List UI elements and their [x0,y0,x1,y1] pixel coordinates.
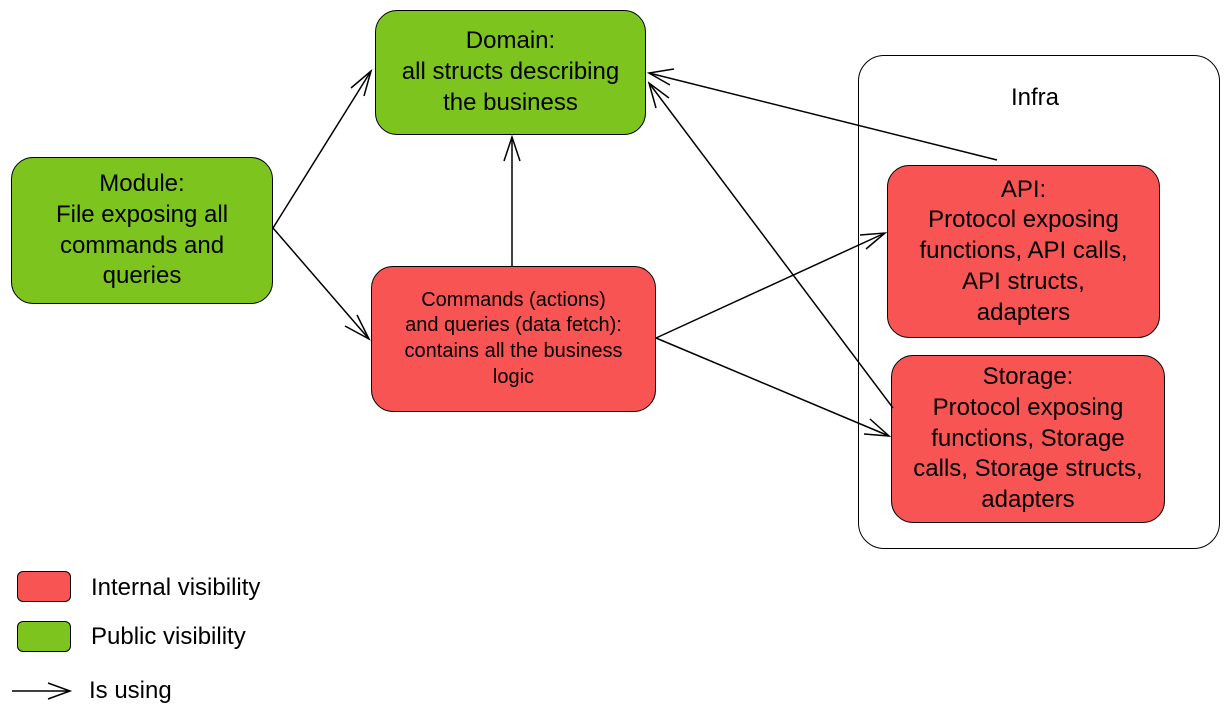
arrow-module-to-domain [272,70,372,229]
legend-label-internal: Internal visibility [91,574,261,601]
api-node: API: Protocol exposing functions, API ca… [887,165,1160,338]
legend-swatch-internal [17,571,71,602]
arrow-storage-to-domain [648,82,894,409]
arrowhead-commands-to-api [859,232,888,250]
module-node: Module: File exposing all commands and q… [11,157,273,304]
arrowhead-module-to-commands [344,314,371,341]
arrowhead-commands-to-storage [863,418,892,437]
api-body: Protocol exposing functions, API calls, … [919,206,1128,326]
module-body: File exposing all commands and queries [55,200,229,290]
module-title: Module: [99,170,185,198]
domain-body: all structs describing the business [401,58,620,116]
commands-node: Commands (actions) and queries (data fet… [371,266,656,412]
arrow-api-to-domain [648,72,998,161]
storage-node: Storage: Protocol exposing functions, St… [891,355,1165,523]
storage-title: Storage: [982,363,1074,391]
legend-label-public: Public visibility [91,623,246,650]
arrow-commands-to-storage [655,337,890,437]
infra-title: Infra [1011,84,1060,111]
arrowhead-api-to-domain [646,68,675,86]
legend-arrowhead [47,682,73,700]
domain-node: Domain: all structs describing the busin… [375,10,646,135]
arrowhead-storage-to-domain [647,81,670,109]
arrowhead-commands-to-domain [503,134,521,162]
legend-label-using: Is using [89,677,172,704]
domain-title: Domain: [465,27,556,55]
api-title: API: [1000,175,1047,203]
storage-body: Protocol exposing functions, Storage cal… [913,393,1143,514]
commands-body: Commands (actions) and queries (data fet… [404,288,623,388]
arrow-module-to-commands [272,227,370,340]
arrow-commands-to-api [655,232,886,339]
arrowhead-module-to-domain [350,68,373,97]
legend-swatch-public [17,621,71,652]
